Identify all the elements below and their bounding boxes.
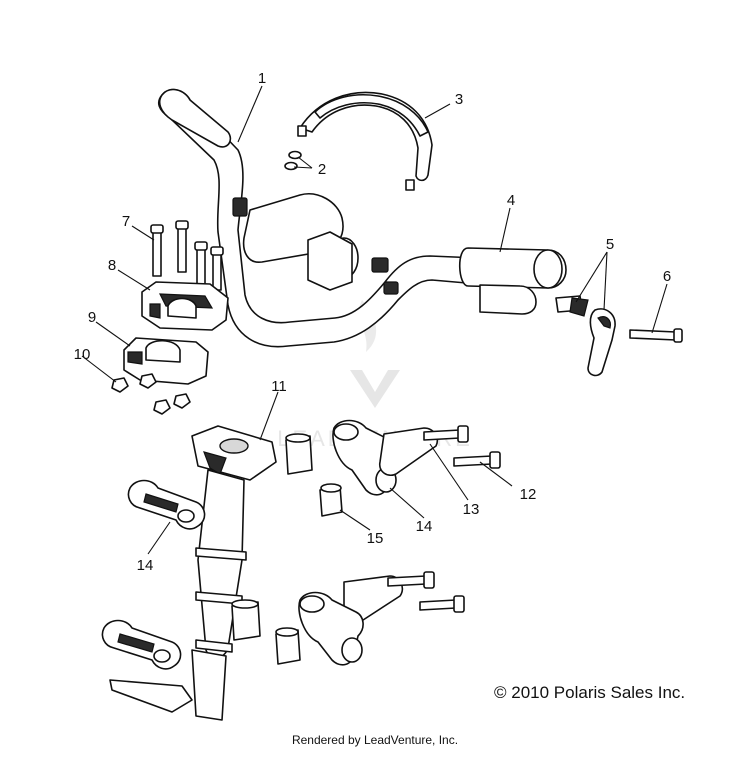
callout-1: 1 bbox=[258, 70, 266, 87]
callout-5: 5 bbox=[606, 236, 614, 253]
callout-12: 12 bbox=[520, 486, 537, 503]
copyright-text: © 2010 Polaris Sales Inc. bbox=[494, 683, 686, 702]
callout-8: 8 bbox=[108, 257, 116, 274]
callout-13: 13 bbox=[463, 501, 480, 518]
callout-10: 10 bbox=[74, 346, 91, 363]
part-throttle bbox=[555, 295, 616, 377]
part-grip bbox=[458, 247, 567, 315]
callout-4: 4 bbox=[507, 192, 515, 209]
part-clamp-bolts bbox=[150, 220, 224, 291]
callouts: 1 2 3 4 5 6 7 8 9 10 11 12 13 14 15 14 bbox=[74, 70, 672, 574]
callout-14-left: 14 bbox=[137, 557, 154, 574]
part-steering-post bbox=[109, 425, 277, 721]
part-bracket-lower-left bbox=[101, 619, 182, 670]
leader-lines bbox=[81, 85, 668, 555]
part-plates bbox=[342, 427, 439, 625]
callout-6: 6 bbox=[663, 268, 671, 285]
part-bracket-upper-left bbox=[127, 479, 206, 530]
part-bushings bbox=[231, 433, 343, 665]
callout-9: 9 bbox=[88, 309, 96, 326]
part-crossbar-pad bbox=[297, 91, 433, 191]
callout-3: 3 bbox=[455, 91, 463, 108]
part-lower-clamp bbox=[123, 337, 209, 385]
part-handlebar bbox=[157, 88, 479, 348]
part-pin bbox=[629, 328, 683, 343]
callout-11: 11 bbox=[271, 378, 287, 395]
rendered-by-text: Rendered by LeadVenture, Inc. bbox=[291, 733, 459, 747]
part-upper-clamp bbox=[141, 281, 229, 331]
callout-14-right: 14 bbox=[416, 518, 433, 535]
part-nuts bbox=[284, 150, 302, 171]
part-clamp-lower-right bbox=[298, 591, 364, 666]
callout-7: 7 bbox=[122, 213, 130, 230]
callout-15: 15 bbox=[367, 530, 384, 547]
callout-2: 2 bbox=[318, 161, 326, 178]
